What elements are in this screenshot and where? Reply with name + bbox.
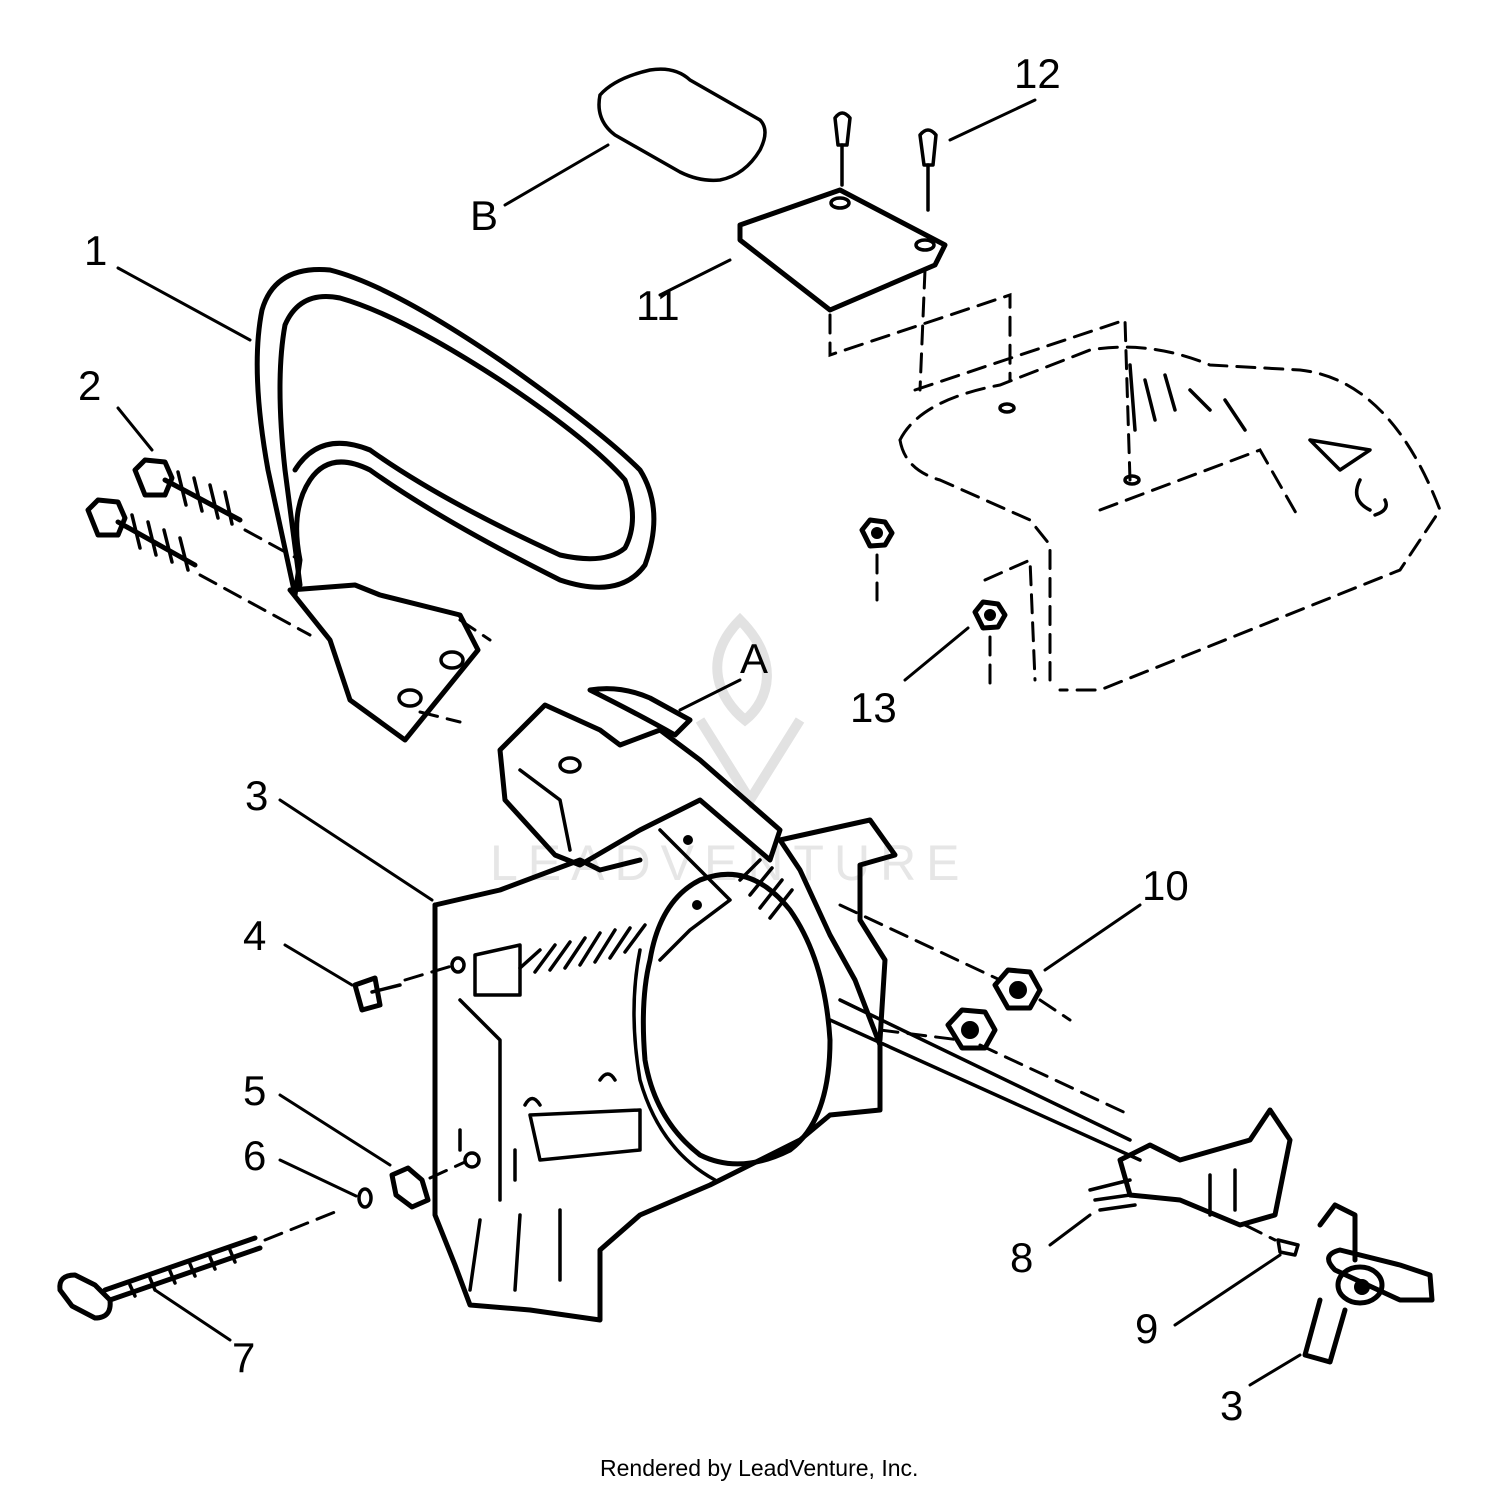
side-cover-part-3: [432, 817, 898, 1323]
callout-8: 8: [1010, 1234, 1033, 1281]
callout-3-housing: 3: [245, 772, 268, 819]
callout-13: 13: [850, 684, 897, 731]
cover-plate-part-11: [737, 187, 948, 313]
chain-brake-part-a: [497, 686, 783, 868]
callout-5: 5: [243, 1067, 266, 1114]
callout-2: 2: [78, 362, 101, 409]
callout-1: 1: [84, 227, 107, 274]
callout-b: B: [470, 192, 498, 239]
nuts-part-10: [945, 967, 1043, 1051]
leader-lines: [116, 98, 1302, 1387]
tensioner-part-8: [1088, 1107, 1293, 1228]
fastener-part-9: [1243, 1223, 1300, 1257]
watermark-logo: LEADVENTURE: [490, 612, 970, 891]
watermark-text: LEADVENTURE: [490, 835, 970, 891]
washer-part-6: [357, 1187, 373, 1209]
bar-studs: [828, 903, 1142, 1162]
engine-cover-outline: [828, 292, 1442, 692]
callout-a: A: [740, 635, 768, 682]
callout-9: 9: [1135, 1305, 1158, 1352]
callout-4: 4: [243, 912, 266, 959]
wing-nut-part-3: [1302, 1202, 1435, 1365]
decal-b-part: [597, 67, 767, 183]
callout-12: 12: [1014, 50, 1061, 97]
callout-7: 7: [232, 1334, 255, 1381]
callout-3-wing-nut: 3: [1220, 1382, 1243, 1429]
screw-part-4: [352, 963, 457, 1013]
footer-credit: Rendered by LeadVenture, Inc.: [600, 1455, 918, 1481]
front-handle-part-1: [254, 267, 657, 743]
screws-part-12: [833, 111, 938, 392]
callout-6: 6: [243, 1132, 266, 1179]
adjusting-screw-part-7: [57, 1208, 342, 1321]
callout-10: 10: [1142, 862, 1189, 909]
nuts-part-13: [859, 517, 1008, 687]
adjuster-part-5: [389, 1160, 467, 1210]
bolts-part-2: [85, 457, 492, 724]
callout-11: 11: [636, 282, 680, 329]
